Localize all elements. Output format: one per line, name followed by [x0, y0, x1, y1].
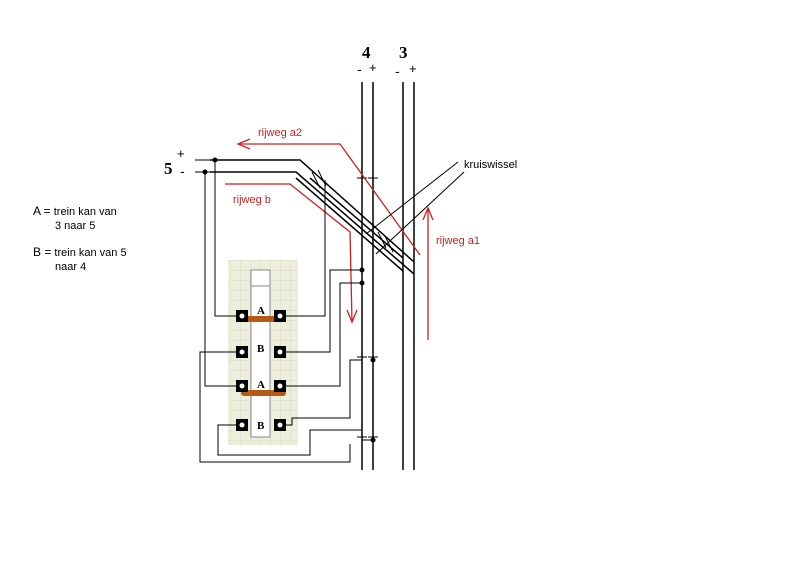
route-a2-arrow	[236, 138, 421, 256]
route-a1-arrow	[422, 206, 434, 340]
track-3-rails	[402, 82, 415, 470]
track-5-label: 5	[164, 159, 173, 178]
track-3-label: 3	[399, 43, 408, 62]
route-a2-label: rijweg a2	[258, 127, 302, 139]
track-5-rails	[210, 159, 415, 275]
track-4-plus: +	[369, 60, 377, 75]
route-b-label: rijweg b	[233, 194, 271, 206]
track-5-minus: -	[180, 163, 185, 179]
track-4-minus: -	[357, 61, 362, 77]
legend-b-line1: trein kan van 5	[54, 247, 127, 259]
route-a1-label: rijweg a1	[436, 235, 480, 247]
terminal-screws	[239, 313, 283, 428]
track-4-label: 4	[362, 43, 371, 62]
wiring	[195, 157, 376, 463]
track-4-rails	[361, 82, 374, 470]
track-3-plus: +	[409, 61, 417, 76]
legend-b: B = trein kan van 5 naar 4	[33, 245, 127, 274]
insulation-joints	[357, 177, 378, 438]
track-3-minus: -	[395, 63, 400, 79]
switch-a2-label: A	[257, 379, 265, 391]
legend-a: A = trein kan van 3 naar 5	[33, 204, 117, 233]
switch-a-label: A	[257, 305, 265, 317]
legend-b-line2: naar 4	[55, 261, 87, 273]
legend-a-line2: 3 naar 5	[55, 220, 96, 232]
legend-b-key: B =	[33, 245, 52, 259]
track-5-plus: +	[177, 146, 185, 161]
switch-b-label: B	[257, 343, 265, 355]
kruiswissel-label: kruiswissel	[464, 159, 517, 171]
legend-a-key: A =	[33, 204, 51, 218]
switch-b2-label: B	[257, 420, 265, 432]
kruiswissel-pointers	[365, 161, 465, 255]
legend-a-line1: trein kan van	[53, 206, 117, 218]
route-b-arrow	[225, 183, 358, 324]
